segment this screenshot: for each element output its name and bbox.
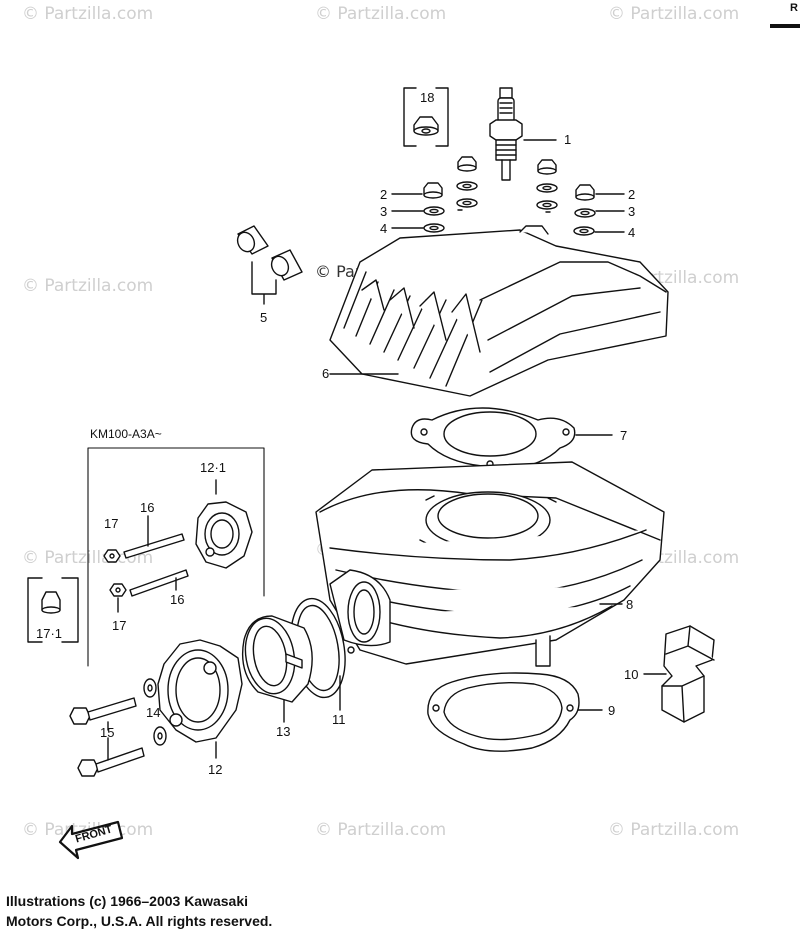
- callout-6: 6: [322, 366, 330, 381]
- part-9-base-gasket: [427, 672, 603, 752]
- part-14-washers: [143, 678, 167, 746]
- model-note: KM100-A3A~: [90, 427, 162, 441]
- watermark: © Partzilla.com: [315, 4, 447, 24]
- watermark: © Partzilla.com: [608, 4, 740, 24]
- page-corner-bar: [770, 24, 800, 28]
- part-1-spark-plug: [489, 87, 557, 181]
- part-16-studs: [123, 515, 189, 597]
- part-17-nuts: [103, 549, 127, 613]
- callout-5: 5: [260, 310, 268, 325]
- callout-11: 11: [332, 712, 346, 727]
- inset-frame: [87, 447, 265, 667]
- part-8-cylinder: [315, 461, 665, 667]
- part-10-block: [643, 625, 715, 723]
- part-nuts-washers: [423, 156, 596, 236]
- callout-12-1: 12·1: [200, 460, 227, 475]
- part-15-bolts: [69, 697, 145, 777]
- copyright-line-1: Illustrations (c) 1966–2003 Kawasaki: [6, 893, 249, 909]
- callout-3: 3: [628, 204, 636, 219]
- callout-18: 18: [420, 90, 435, 105]
- callout-3: 3: [380, 204, 388, 219]
- callout-2: 2: [380, 187, 388, 202]
- callout-9: 9: [608, 703, 616, 718]
- callout-10: 10: [624, 667, 639, 682]
- part-6-cylinder-head: [329, 209, 669, 397]
- callout-leader-lines: [391, 193, 625, 233]
- copyright-line-2: Motors Corp., U.S.A. All rights reserved…: [6, 913, 273, 929]
- callout-7: 7: [620, 428, 628, 443]
- callout-16: 16: [140, 500, 155, 515]
- part-13-holder: [241, 615, 313, 723]
- part-12-flange: [157, 639, 243, 759]
- copyright-notice: Illustrations (c) 1966–2003 Kawasaki Mot…: [6, 891, 272, 931]
- callout-17: 17: [104, 516, 119, 531]
- callout-15: 15: [100, 725, 115, 740]
- callout-2: 2: [628, 187, 636, 202]
- callout-17-1: 17·1: [36, 626, 63, 641]
- page-corner-letter: R: [790, 2, 798, 14]
- callout-4: 4: [380, 221, 388, 236]
- watermark: © Partzilla.com: [22, 276, 154, 296]
- callout-14: 14: [146, 705, 161, 720]
- callout-13: 13: [276, 724, 291, 739]
- front-arrow-icon: [58, 820, 124, 860]
- callout-17: 17: [112, 618, 127, 633]
- part-17-1-nut: [27, 577, 79, 643]
- callout-12: 12: [208, 762, 223, 777]
- watermark: © Partzilla.com: [608, 820, 740, 840]
- part-5-dowel-pins: [236, 225, 303, 305]
- callout-1: 1: [564, 132, 572, 147]
- callout-8: 8: [626, 597, 634, 612]
- callout-16: 16: [170, 592, 185, 607]
- watermark: © Partzilla.com: [22, 4, 154, 24]
- watermark: © Partzilla.com: [315, 820, 447, 840]
- part-18-nut: [403, 87, 449, 147]
- part-12-1-flange: [195, 479, 253, 569]
- part-7-head-gasket: [410, 407, 613, 473]
- callout-4: 4: [628, 225, 636, 240]
